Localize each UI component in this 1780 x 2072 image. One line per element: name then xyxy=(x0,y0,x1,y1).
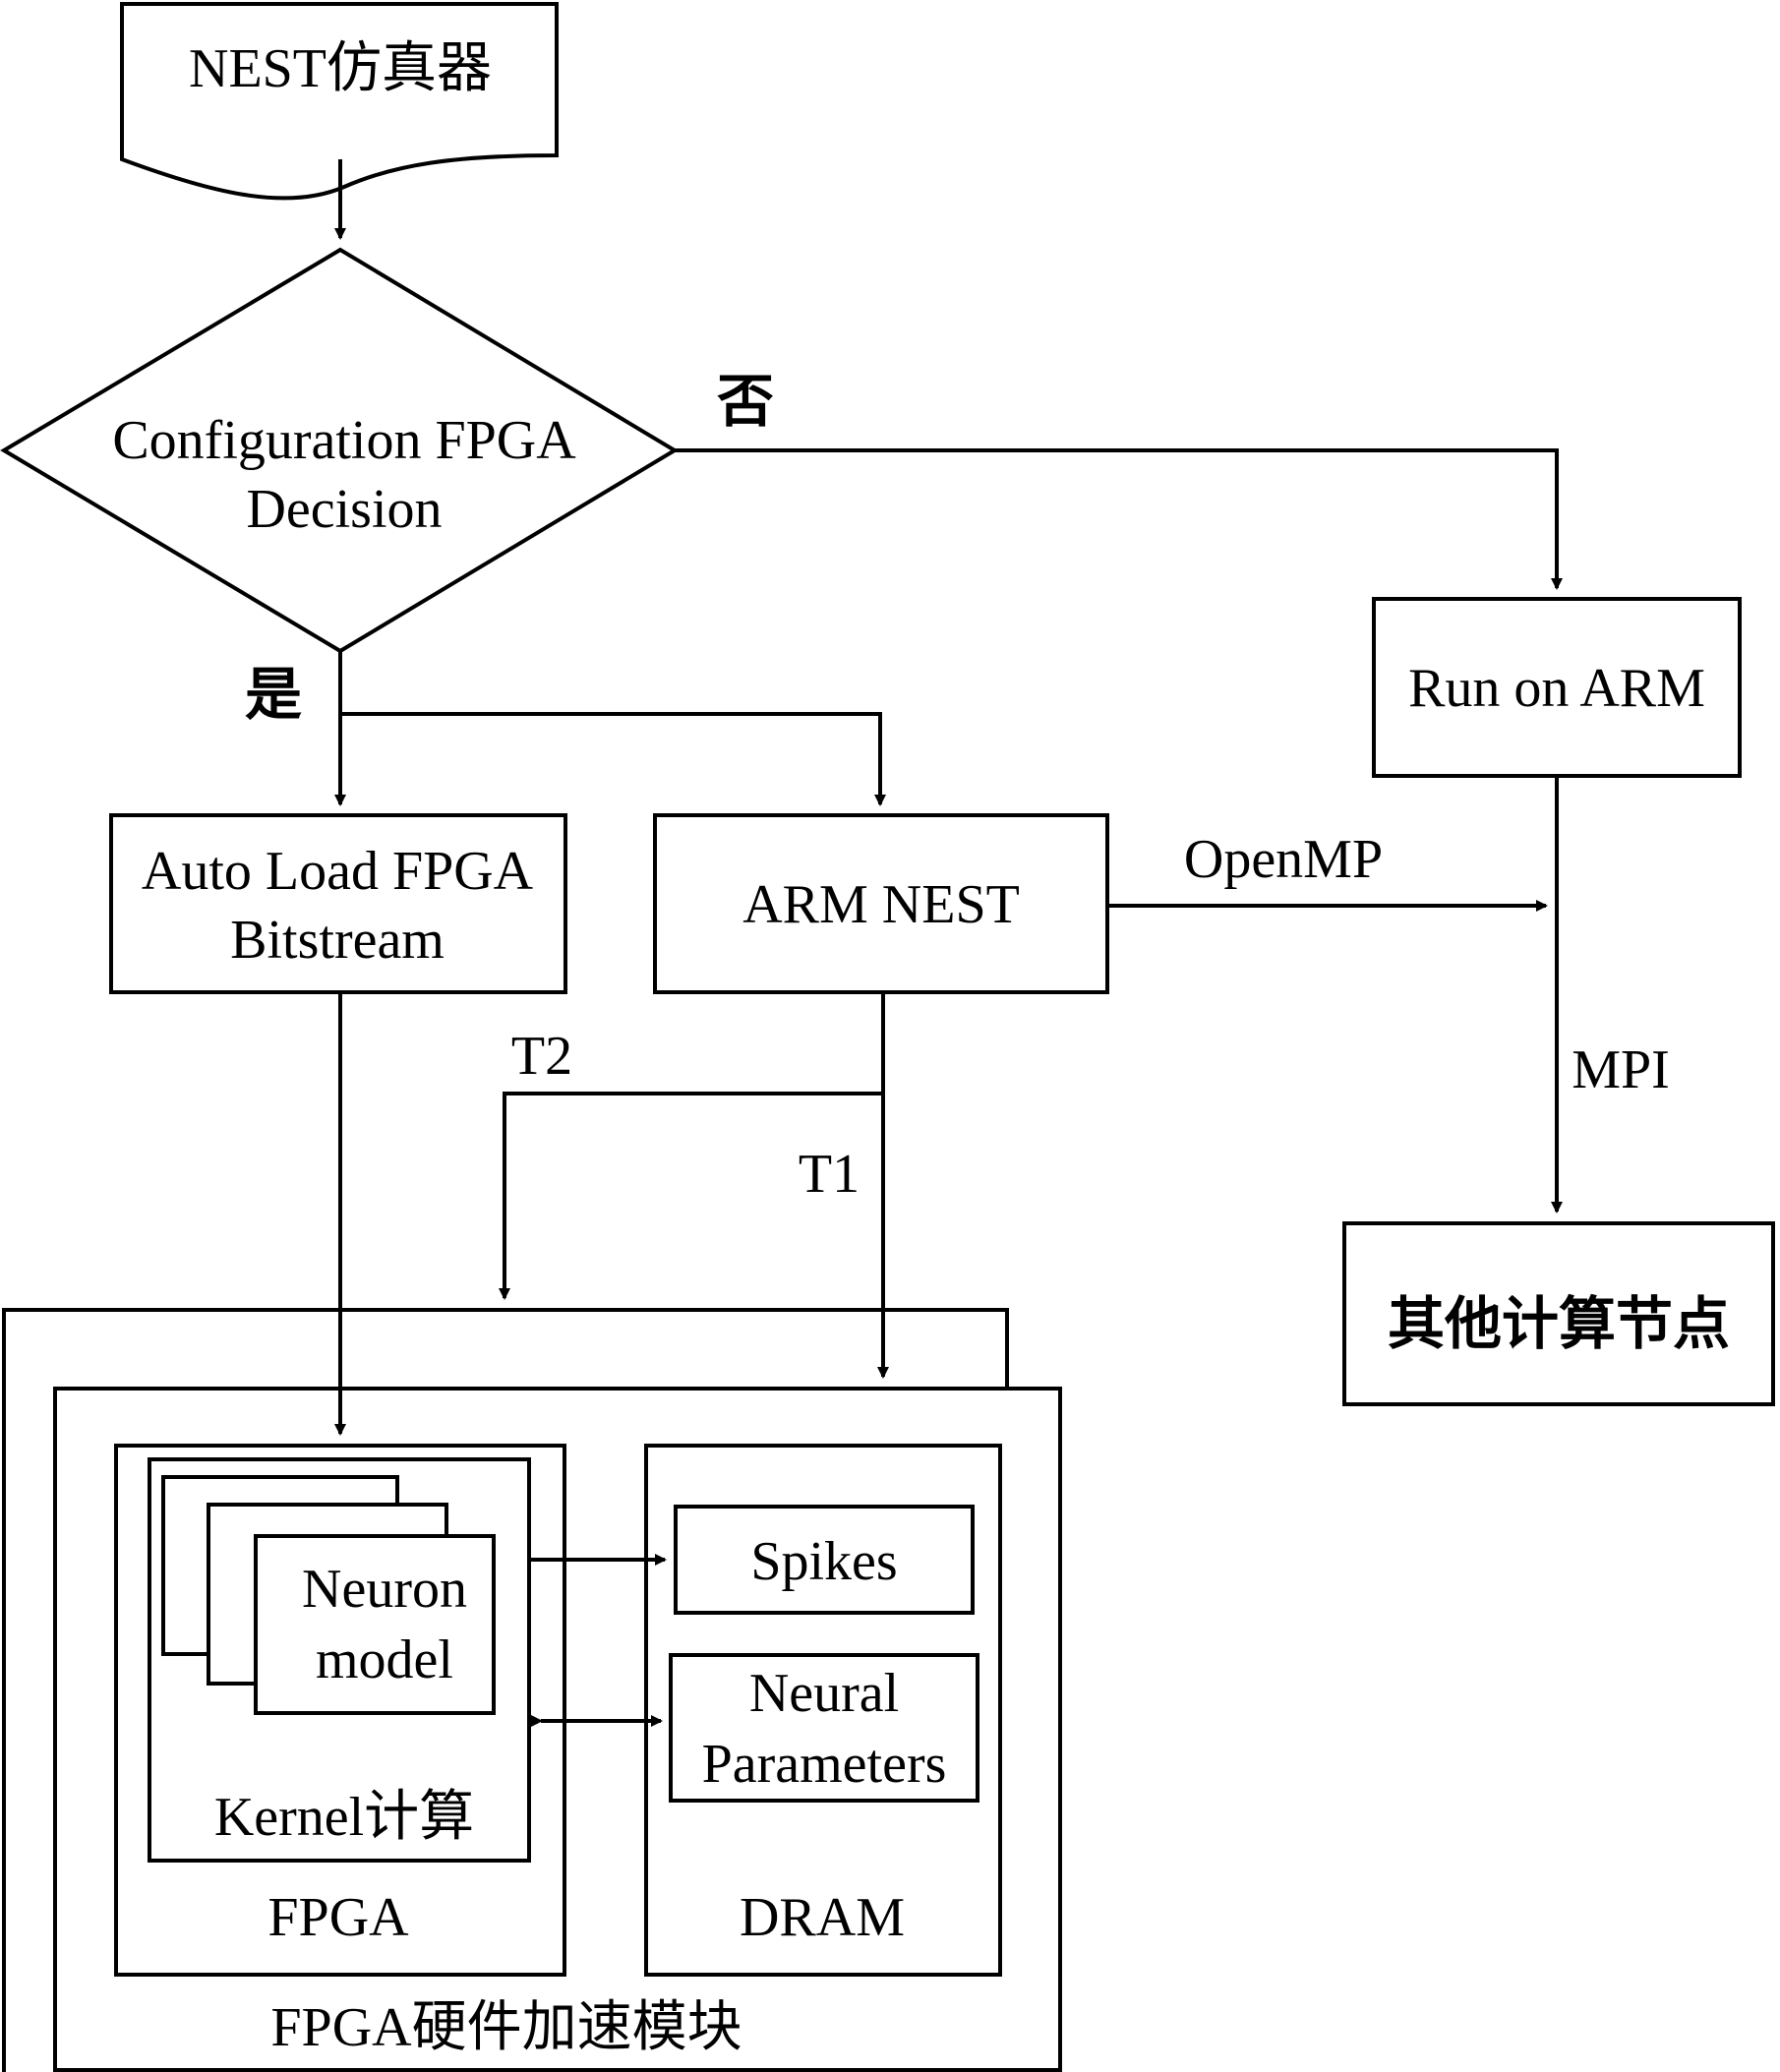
t1-label: T1 xyxy=(799,1144,860,1205)
run-on-arm-box xyxy=(1372,597,1742,778)
neuron-model-label-line1: Neuron xyxy=(302,1559,467,1620)
spikes-label: Spikes xyxy=(750,1531,897,1592)
other-nodes-label: 其他计算节点 xyxy=(1388,1290,1730,1357)
fpga-label: FPGA xyxy=(267,1887,409,1948)
arrow-t2 xyxy=(499,1092,883,1300)
auto-load-label-line2: Bitstream xyxy=(230,910,445,971)
start-document-shape xyxy=(120,2,559,201)
other-nodes-box xyxy=(1342,1221,1775,1406)
auto-load-box xyxy=(109,813,567,994)
arm-nest-box xyxy=(653,813,1109,994)
auto-load-label-line1: Auto Load FPGA xyxy=(142,841,534,902)
arrow-yes-to-armnest xyxy=(340,712,886,806)
mpi-label: MPI xyxy=(1572,1039,1670,1100)
branch-no-label: 否 xyxy=(717,368,774,435)
neuron-model-label-line2: model xyxy=(316,1629,453,1690)
kernel-label: Kernel计算 xyxy=(214,1787,474,1848)
start-doc-label: NEST仿真器 xyxy=(189,38,492,99)
t2-label: T2 xyxy=(511,1026,572,1087)
module-back-box xyxy=(2,1308,1009,2072)
neural-params-label-line1: Neural xyxy=(749,1663,899,1724)
arrow-no-branch xyxy=(675,448,1563,590)
neural-params-label-line2: Parameters xyxy=(702,1734,947,1795)
module-label: FPGA硬件加速模块 xyxy=(270,1997,742,2058)
arm-nest-label: ARM NEST xyxy=(742,874,1020,935)
decision-label-line2: Decision xyxy=(246,479,442,540)
neuron-card-front xyxy=(254,1534,496,1715)
run-on-arm-label: Run on ARM xyxy=(1408,658,1705,719)
decision-label-line1: Configuration FPGA xyxy=(112,410,576,471)
neural-params-box xyxy=(669,1653,979,1803)
openmp-label: OpenMP xyxy=(1184,829,1383,890)
dram-label: DRAM xyxy=(740,1887,905,1948)
spikes-box xyxy=(674,1505,975,1615)
branch-yes-label: 是 xyxy=(245,661,302,728)
